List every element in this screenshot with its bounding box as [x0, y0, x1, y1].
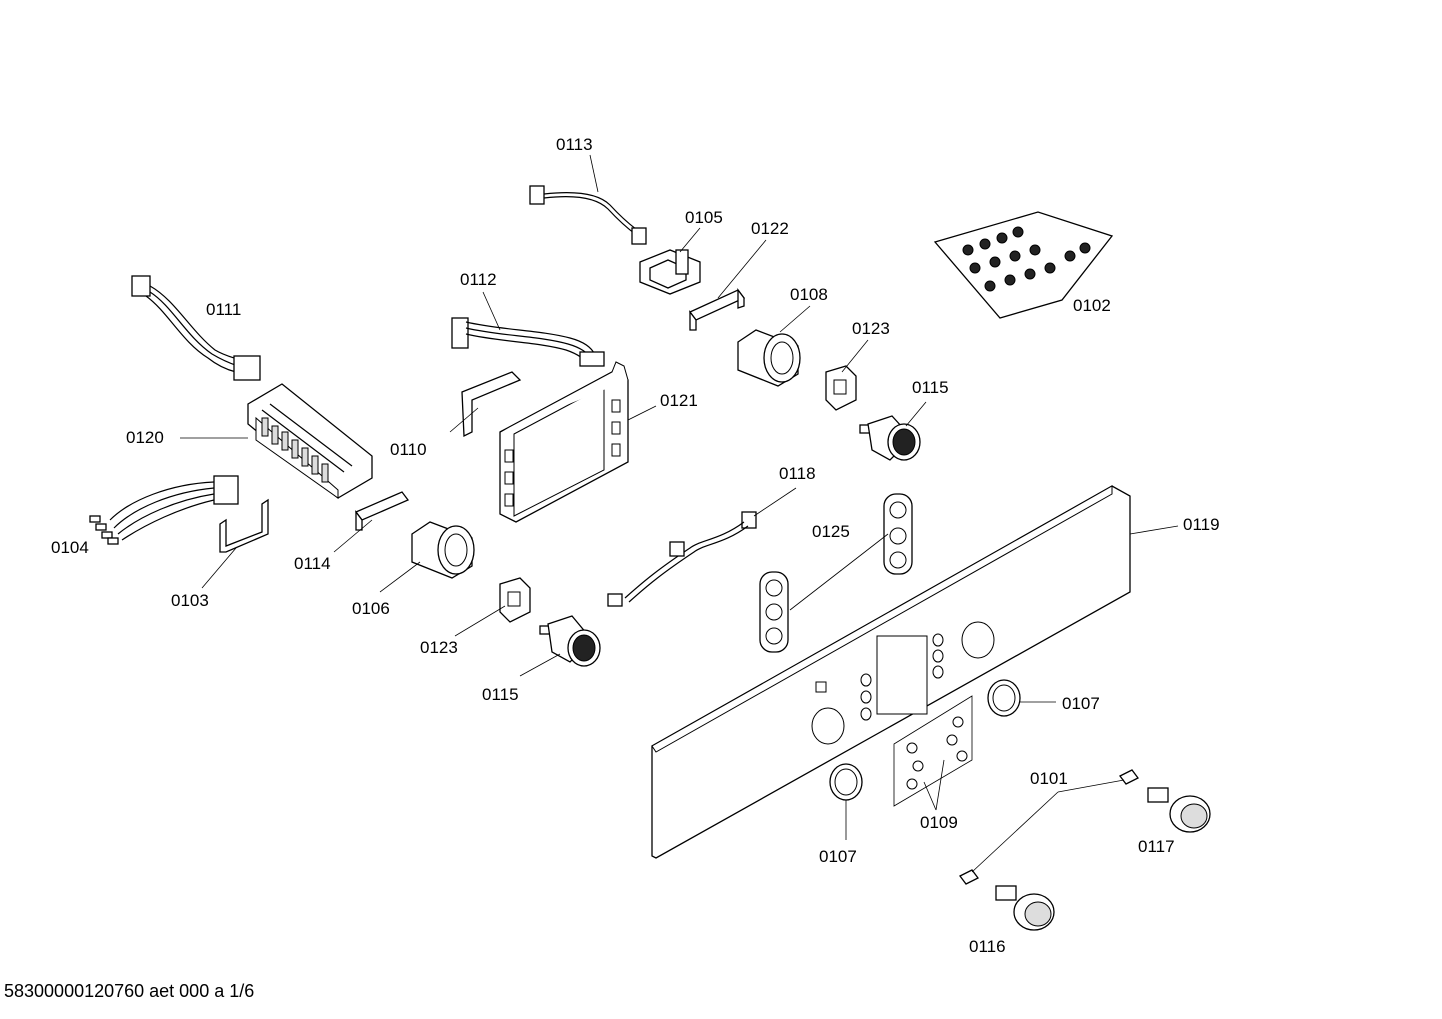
label-0125: 0125 — [812, 522, 850, 541]
label-0112: 0112 — [460, 270, 497, 289]
part-0122-bracket — [688, 239, 767, 331]
part-0112-ribbon-cable — [451, 291, 605, 367]
label-0108: 0108 — [790, 285, 828, 304]
label-0111: 0111 — [206, 300, 242, 319]
label-0101: 0101 — [1030, 769, 1068, 788]
part-0110-lever — [449, 371, 522, 438]
label-0103: 0103 — [171, 591, 209, 610]
part-0123-holder-bottom — [454, 577, 531, 637]
part-0115-knob-shaft-bottom — [519, 615, 601, 677]
part-0120-relay-board — [180, 383, 373, 499]
part-0119-front-panel — [651, 485, 1179, 859]
label-0102: 0102 — [1073, 296, 1111, 315]
label-0123-bottom: 0123 — [420, 638, 458, 657]
label-0123-top: 0123 — [852, 319, 890, 338]
label-0106: 0106 — [352, 599, 390, 618]
label-0117: 0117 — [1138, 837, 1175, 856]
label-0118: 0118 — [779, 464, 816, 483]
part-0109-screws — [893, 695, 973, 811]
part-0123-holder-top — [825, 339, 869, 411]
label-0109: 0109 — [920, 813, 958, 832]
part-0104-wires — [89, 475, 239, 545]
part-0118-harness — [607, 487, 797, 607]
label-0121: 0121 — [660, 391, 698, 410]
part-0115-knob-shaft-top — [859, 401, 927, 461]
part-0101-leaders — [971, 779, 1125, 873]
label-0122: 0122 — [751, 219, 789, 238]
label-0113: 0113 — [556, 135, 593, 154]
part-0102-screw-bag — [933, 211, 1114, 319]
document-footer-id: 58300000120760 aet 000 a 1/6 — [4, 981, 255, 1001]
label-0110: 0110 — [390, 440, 427, 459]
part-0108-knob-sleeve — [737, 305, 811, 387]
part-0116-knob — [959, 869, 1055, 931]
label-0119: 0119 — [1183, 515, 1220, 534]
label-0107-right: 0107 — [1062, 694, 1100, 713]
part-0103-clip — [201, 498, 269, 589]
label-0105: 0105 — [685, 208, 723, 227]
part-0105-switch — [639, 227, 701, 295]
part-0117-knob — [1119, 769, 1211, 833]
label-0107-bottom: 0107 — [819, 847, 857, 866]
part-0121-control-module — [499, 361, 657, 523]
label-0120: 0120 — [126, 428, 164, 447]
label-0116: 0116 — [969, 937, 1006, 956]
label-0104: 0104 — [51, 538, 89, 557]
part-0106-knob-sleeve — [379, 521, 475, 593]
part-0113-harness — [529, 154, 647, 245]
label-0114: 0114 — [294, 554, 331, 573]
part-0107-rings — [829, 679, 1056, 840]
part-0125-led-holders — [759, 493, 913, 653]
part-0111-harness — [131, 275, 261, 381]
label-0115-bottom: 0115 — [482, 685, 519, 704]
part-0114-bracket — [333, 491, 410, 553]
label-0115-top: 0115 — [912, 378, 949, 397]
